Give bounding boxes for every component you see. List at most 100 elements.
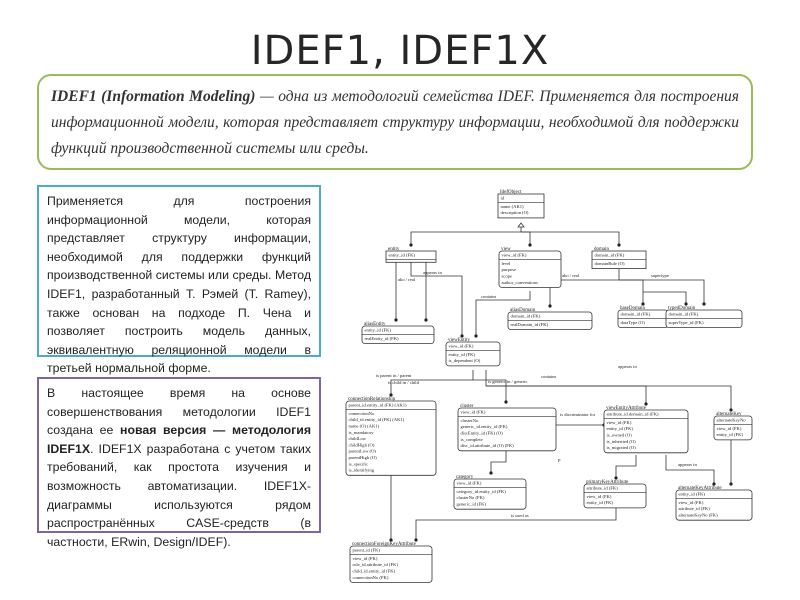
rel-idefobject-entity bbox=[410, 223, 522, 245]
entity-attribute: domain_id (FK) bbox=[669, 312, 699, 317]
entity-name: primaryKeyAttribute bbox=[586, 480, 629, 485]
entity-attribute: clusterNo bbox=[461, 418, 480, 423]
entity-attribute: is_complete bbox=[461, 437, 483, 442]
relationship-dot bbox=[684, 302, 688, 306]
rel-primarykey-fkattr bbox=[415, 502, 617, 540]
entity-attribute: realEntity_id (FK) bbox=[365, 336, 400, 341]
entity-attribute: entity_id (FK) bbox=[679, 492, 706, 497]
entity-name: viewEntityAttribute bbox=[606, 406, 647, 411]
entity-attribute: is_dependent (O) bbox=[449, 358, 481, 363]
entity-attribute: view_id (FK) bbox=[353, 556, 378, 561]
entity-box-primary-key-attribute bbox=[583, 483, 647, 509]
version-box: В настоящее время на основе совершенство… bbox=[37, 377, 321, 549]
entity-name: alternateKeyAttribute bbox=[678, 486, 722, 491]
rel-viewentity-attr bbox=[485, 370, 647, 404]
relationship-dot bbox=[528, 243, 532, 247]
relationship-dot bbox=[617, 243, 621, 247]
entity-name: connectionForeignKeyAttribute bbox=[352, 542, 417, 547]
entity-attribute: childHigh (O) bbox=[349, 442, 375, 447]
relationship-dot bbox=[414, 538, 418, 542]
entity-attribute: level bbox=[502, 261, 512, 266]
entity-connection-relationship: connectionRelationshipparent_id.entity_i… bbox=[345, 397, 437, 476]
entity-attribute: entity_id (FK) bbox=[587, 500, 614, 505]
entity-attribute: is_identifying bbox=[349, 468, 375, 473]
diagram-label-contains-2: contains bbox=[541, 374, 557, 379]
rel-viewentity-connection bbox=[390, 370, 474, 395]
entity-name: view bbox=[501, 247, 511, 252]
entity-attribute: name (AK1) bbox=[501, 204, 525, 209]
rel-idefobject-domain bbox=[521, 231, 620, 245]
entity-box-view-entity-attribute bbox=[603, 409, 689, 454]
rel-attr-primarykey bbox=[615, 455, 637, 478]
diagram-label-supertype: supertype bbox=[651, 273, 669, 278]
subtype-triangle bbox=[517, 222, 525, 228]
diagram-relationships bbox=[389, 222, 733, 542]
diagram-label-is-generic: is generic in / generic bbox=[488, 379, 528, 384]
description-box: Применяется для построения информационно… bbox=[37, 185, 321, 375]
entity-box-alternate-key-attribute bbox=[675, 489, 753, 521]
entity-attribute: disc_id.attribute_id (O) (FK) bbox=[461, 443, 515, 448]
rel-typed-supertype bbox=[643, 291, 687, 304]
diagram-label-ako-real-2: ako / real bbox=[562, 273, 580, 278]
diagram-label-appears-in-1: appears in bbox=[423, 270, 442, 275]
entity-attribute: is_specific bbox=[349, 461, 369, 466]
rel-domain-aliasdomain bbox=[549, 264, 620, 306]
entity-box-typed-domain bbox=[665, 309, 743, 329]
definition-text: IDEF1 (Information Modeling) — одна из м… bbox=[51, 84, 739, 162]
entity-attribute: view_id (FK) bbox=[717, 426, 742, 431]
relationship-dot bbox=[729, 482, 733, 486]
entity-attribute: generic_id (FK) bbox=[457, 502, 487, 507]
relationship-dot bbox=[644, 402, 648, 406]
entity-attribute: domain_id (FK) bbox=[595, 253, 625, 258]
rel-domain-typeddomain bbox=[619, 279, 705, 304]
entity-attribute: category_id.entity_id (FK) bbox=[457, 489, 507, 494]
entity-attribute: author_conventions bbox=[502, 280, 538, 285]
version-text-part2: . IDEF1X разработана с учетом таких треб… bbox=[47, 441, 311, 549]
entity-attribute: id bbox=[501, 196, 505, 201]
diagram-label-is-used-in: is used as bbox=[511, 513, 529, 518]
entity-attribute: attribute_id.domain_id (FK) bbox=[607, 412, 660, 417]
entity-attribute: view_id (FK) bbox=[679, 500, 704, 505]
relationship-dot bbox=[702, 302, 706, 306]
description-text: Применяется для построения информационно… bbox=[47, 194, 311, 376]
relationship-dot bbox=[389, 538, 393, 542]
entity-attribute: connectionNo bbox=[349, 411, 375, 416]
entity-box-entity bbox=[385, 250, 437, 263]
entity-name: baseDomain bbox=[620, 306, 645, 311]
entity-name: alternateKey bbox=[716, 412, 742, 417]
entity-attribute: view_id (FK) bbox=[457, 481, 482, 486]
entity-attribute: entity_id (FK) bbox=[365, 328, 392, 333]
entity-attribute: parent_id (FK) bbox=[353, 548, 381, 553]
relationship-dot bbox=[712, 482, 716, 486]
relationship-dot bbox=[460, 334, 464, 338]
entity-attribute: connectionNo (FK) bbox=[353, 575, 389, 580]
entity-box-domain bbox=[591, 250, 647, 270]
entity-attribute: view_id (FK) bbox=[587, 494, 612, 499]
entity-name: aliasEntity bbox=[364, 322, 386, 327]
relationship-dot bbox=[424, 318, 428, 322]
entity-attribute: entity_id (FK) bbox=[717, 432, 744, 437]
relationship-dot bbox=[389, 393, 393, 397]
rel-viewentity-cluster bbox=[473, 379, 507, 402]
entity-attribute: name (O) (AK1) bbox=[349, 424, 380, 429]
entity-attribute: role_id.attribute_id (FK) bbox=[353, 562, 399, 567]
relationship-dot bbox=[489, 471, 493, 475]
diagram-label-p-mark: P bbox=[558, 458, 561, 463]
entity-attribute: description (O) bbox=[501, 210, 529, 215]
diagram-label-is-parent: is parent in / parent bbox=[376, 373, 412, 378]
relationship-dot bbox=[409, 243, 413, 247]
definition-term: IDEF1 (Information Modeling) bbox=[51, 88, 256, 105]
entity-attribute: realDomain_id (FK) bbox=[511, 322, 549, 327]
entity-attribute: clusterNo (FK) bbox=[457, 495, 485, 500]
relationship-dot bbox=[729, 408, 733, 412]
